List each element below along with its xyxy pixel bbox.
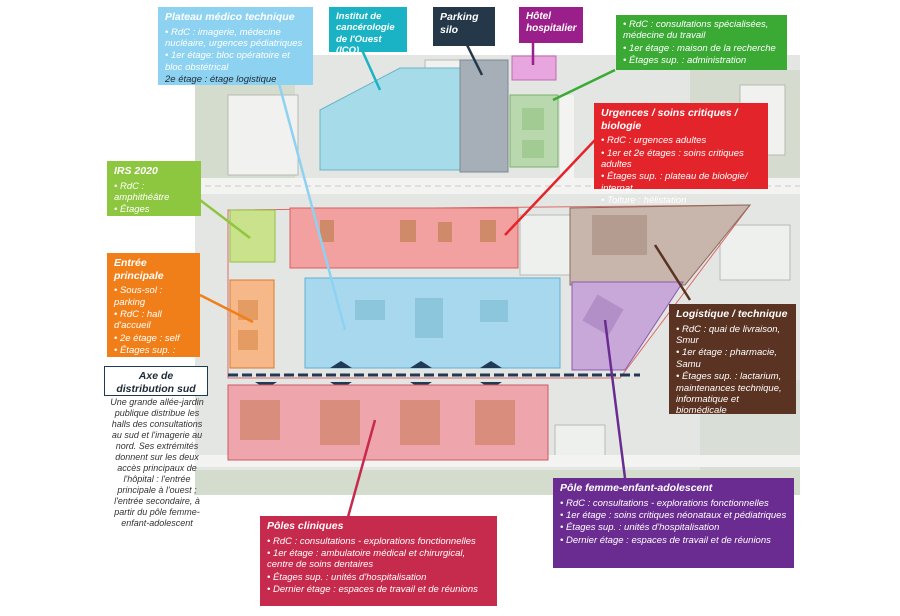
femme-leader [603, 319, 627, 479]
courtyard [522, 108, 544, 130]
courtyard [438, 222, 452, 242]
logistique-leader [653, 244, 692, 301]
logistique-label: Logistique / technique RdC : quai de liv… [669, 304, 796, 417]
axe-title: Axe de distribution sud [116, 370, 196, 395]
consult-leader [552, 68, 616, 102]
femme-line: 1er étage : soins critiques néonataux et… [560, 510, 787, 521]
axe-arrow [410, 361, 432, 368]
urgences-line: Étages sup. : plateau de biologie/ inter… [601, 171, 761, 194]
poles-line: 1er étage : ambulatoire médical et chiru… [267, 548, 490, 571]
courtyard [320, 400, 360, 445]
urgences-line: RdC : urgences adultes [601, 135, 761, 146]
femme-title: Pôle femme-enfant-adolescent [560, 482, 713, 494]
courtyard [480, 220, 496, 242]
courtyard [355, 300, 385, 320]
courtyard [238, 300, 258, 320]
neighbor-building [719, 224, 791, 281]
irs-building [229, 209, 276, 263]
poles-label: Pôles cliniques RdC : consultations - ex… [260, 516, 497, 606]
urgences-title: Urgences / soins critiques / biologie [601, 107, 738, 132]
courtyard [320, 220, 334, 242]
entree-leader [199, 293, 254, 324]
poles-line: RdC : consultations - explorations fonct… [267, 536, 490, 547]
road [560, 95, 574, 185]
irs-title: IRS 2020 [114, 165, 158, 177]
axe-title-box: Axe de distribution sud [104, 366, 208, 396]
urgences-leader [504, 139, 596, 236]
hotel-title: Hôtel hospitalier [526, 11, 577, 34]
urgences-line: Toiture : hélistation [601, 195, 761, 206]
parking-leader [465, 44, 484, 76]
irs-leader [199, 199, 251, 239]
urgences-label: Urgences / soins critiques / biologie Rd… [594, 103, 768, 206]
parking-silo-building [459, 59, 509, 173]
poles-line: Dernier étage : espaces de travail et de… [267, 584, 490, 595]
plateau-label: Plateau médico technique RdC : imagerie,… [158, 7, 313, 85]
courtyard [592, 215, 647, 255]
hotel-building [511, 55, 557, 81]
axe-description: Une grande allée-jardin publique distrib… [106, 397, 208, 528]
consult-line: RdC : consultations spécialisées, médeci… [623, 19, 780, 42]
entree-line: Sous-sol : parking [114, 285, 193, 308]
parking-label: Parking silo [433, 7, 495, 46]
logistique-title: Logistique / technique [676, 308, 788, 320]
consult-label: RdC : consultations spécialisées, médeci… [616, 15, 787, 70]
axe-text: Une grande allée-jardin publique distrib… [110, 397, 204, 528]
entree-label: Entrée principale Sous-sol : parking RdC… [107, 253, 200, 379]
courtyard [415, 298, 443, 338]
courtyard [480, 300, 508, 322]
poles-leader [346, 419, 377, 518]
axe-arrow [330, 361, 352, 368]
consult-line: 1er étage : maison de la recherche [623, 43, 780, 54]
ico-label: Institut de cancérologie de l'Ouest (ICO… [329, 7, 407, 56]
poles-line: Étages sup. : unités d'hospitalisation [267, 572, 490, 583]
courtyard [475, 400, 515, 445]
courtyard [522, 140, 544, 158]
irs-line: RdC : amphithéâtre [114, 181, 194, 204]
poles-title: Pôles cliniques [267, 520, 344, 532]
entree-title: Entrée principale [114, 257, 164, 282]
femme-line: RdC : consultations - explorations fonct… [560, 498, 787, 509]
femme-line: Étages sup. : unités d'hospitalisation [560, 522, 787, 533]
plateau-title: Plateau médico technique [165, 11, 295, 23]
consult-line: Étages sup. : administration [623, 55, 780, 66]
axe-arrow [480, 361, 502, 368]
parking-title: Parking silo [440, 11, 479, 36]
courtyard [582, 294, 624, 336]
plateau-leader [268, 49, 347, 331]
hospital-perimeter [227, 204, 752, 379]
hotel-label: Hôtel hospitalier [519, 7, 583, 43]
ico-title: Institut de cancérologie de l'Ouest (ICO… [336, 11, 395, 57]
entree-building [229, 279, 275, 369]
femme-label: Pôle femme-enfant-adolescent RdC : consu… [553, 478, 794, 568]
entree-line: RdC : hall d'accueil [114, 309, 193, 332]
neighbor-building [227, 94, 299, 176]
courtyard [240, 400, 280, 440]
femme-line: Dernier étage : espaces de travail et de… [560, 535, 787, 546]
irs-label: IRS 2020 RdC : amphithéâtre Étages supér… [107, 161, 201, 238]
courtyard [238, 330, 258, 350]
plateau-line: RdC : imagerie, médecine nucléaire, urge… [165, 27, 306, 50]
logistique-line: Étages sup. : lactarium, maintenances te… [676, 371, 789, 417]
courtyard [400, 400, 440, 445]
entree-line: 2e étage : self [114, 333, 193, 344]
plateau-line: 2e étage : étage logistique [165, 74, 277, 86]
irs-line: Étages supérieurs : IRS 2020 [114, 204, 194, 238]
ico-leader [360, 49, 382, 91]
logistique-line: RdC : quai de livraison, Smur [676, 324, 789, 347]
plateau-line: 1er étage: bloc opératoire et bloc obsté… [165, 50, 306, 73]
logistique-line: 1er étage : pharmacie, Samu [676, 347, 789, 370]
urgences-line: 1er et 2e étages : soins critiques adult… [601, 148, 761, 171]
courtyard [400, 220, 416, 242]
